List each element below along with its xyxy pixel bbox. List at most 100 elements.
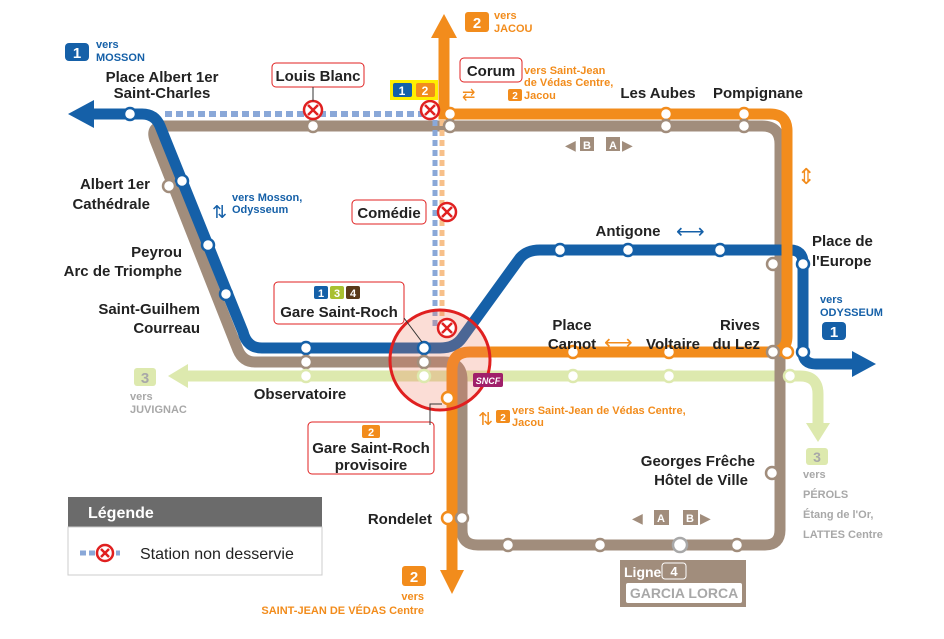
svg-text:B: B bbox=[686, 513, 694, 525]
badge-lines-1-3-4: 1 3 4 bbox=[314, 286, 360, 300]
svg-text:2: 2 bbox=[368, 427, 374, 439]
closed-section bbox=[165, 111, 445, 330]
two-way-arrow-icon: ⇅ bbox=[212, 202, 227, 222]
svg-text:vers Saint-Jean de Védas Centr: vers Saint-Jean de Védas Centre, bbox=[512, 405, 686, 417]
svg-text:Place de: Place de bbox=[812, 233, 873, 250]
svg-text:3: 3 bbox=[334, 288, 340, 300]
svg-text:2: 2 bbox=[473, 15, 481, 32]
svg-text:Carnot: Carnot bbox=[548, 336, 596, 353]
legend: Légende Station non desservie bbox=[67, 497, 323, 576]
svg-text:Jacou: Jacou bbox=[512, 417, 544, 429]
svg-text:A: A bbox=[657, 513, 665, 525]
svg-text:Place: Place bbox=[552, 317, 591, 334]
terminal-l1-east: vers ODYSSEUM 1 bbox=[820, 294, 883, 341]
svg-text:Odysseum: Odysseum bbox=[232, 204, 288, 216]
gare-provisoire-label: 2 Gare Saint-Roch provisoire bbox=[307, 403, 442, 475]
svg-text:vers: vers bbox=[401, 591, 424, 603]
ligne-4-garcia-lorca: Ligne 4 GARCIA LORCA bbox=[620, 560, 746, 607]
terminal-l3-east: 3 vers PÉROLS Étang de l'Or, LATTES Cent… bbox=[803, 448, 883, 541]
svg-text:Station non desservie: Station non desservie bbox=[140, 546, 294, 563]
louis-blanc-label: Louis Blanc bbox=[271, 62, 365, 101]
svg-text:Gare Saint-Roch: Gare Saint-Roch bbox=[280, 304, 398, 321]
svg-text:Gare Saint-Roch: Gare Saint-Roch bbox=[312, 440, 430, 457]
svg-text:du Lez: du Lez bbox=[713, 336, 761, 353]
svg-text:l'Europe: l'Europe bbox=[812, 253, 871, 270]
svg-text:vers: vers bbox=[494, 10, 517, 22]
svg-text:SAINT-JEAN DE VÉDAS Centre: SAINT-JEAN DE VÉDAS Centre bbox=[261, 604, 424, 617]
svg-text:4: 4 bbox=[670, 564, 678, 579]
note-corum-sjv: ⇄ vers Saint-Jean de Védas Centre, 2 Jac… bbox=[462, 65, 613, 104]
svg-text:2: 2 bbox=[410, 569, 418, 586]
svg-text:Rondelet: Rondelet bbox=[368, 511, 432, 528]
corum-label: Corum bbox=[459, 57, 523, 83]
svg-text:vers Mosson,: vers Mosson, bbox=[232, 192, 302, 204]
station-labels: Place Albert 1er Saint-Charles Louis Bla… bbox=[64, 57, 873, 528]
closed-station-icons bbox=[302, 99, 458, 339]
svg-text:1: 1 bbox=[399, 84, 406, 98]
svg-text:de Védas Centre,: de Védas Centre, bbox=[524, 77, 613, 89]
gare-saint-roch-label: Gare Saint-Roch bbox=[273, 281, 423, 343]
svg-text:Cathédrale: Cathédrale bbox=[72, 196, 150, 213]
svg-text:◀: ◀ bbox=[565, 137, 576, 153]
svg-text:Courreau: Courreau bbox=[133, 320, 200, 337]
two-way-arrow-icon: ⇅ bbox=[478, 409, 493, 429]
svg-text:▶: ▶ bbox=[700, 510, 711, 526]
two-way-arrow-icon: ⟷ bbox=[604, 332, 633, 354]
svg-text:4: 4 bbox=[350, 288, 357, 300]
badge-lines-1-2: 1 2 bbox=[390, 80, 438, 100]
svg-text:2: 2 bbox=[500, 413, 506, 424]
terminal-l2-south: 2 vers SAINT-JEAN DE VÉDAS Centre bbox=[261, 566, 426, 617]
svg-text:Jacou: Jacou bbox=[524, 90, 556, 102]
terminal-l2-north: 2 vers JACOU bbox=[465, 10, 533, 35]
svg-text:Place Albert 1er: Place Albert 1er bbox=[106, 69, 219, 86]
svg-text:Ligne: Ligne bbox=[624, 564, 662, 580]
svg-text:LATTES Centre: LATTES Centre bbox=[803, 529, 883, 541]
svg-text:Hôtel de Ville: Hôtel de Ville bbox=[654, 472, 748, 489]
svg-text:A: A bbox=[609, 140, 617, 152]
svg-text:MOSSON: MOSSON bbox=[96, 52, 145, 64]
svg-text:provisoire: provisoire bbox=[335, 457, 408, 474]
svg-text:2: 2 bbox=[512, 91, 518, 102]
svg-text:vers: vers bbox=[820, 294, 843, 306]
note-gare-sjv: ⇅ 2 vers Saint-Jean de Védas Centre, Jac… bbox=[478, 405, 686, 429]
svg-text:PÉROLS: PÉROLS bbox=[803, 488, 848, 501]
svg-text:vers Saint-Jean: vers Saint-Jean bbox=[524, 65, 606, 77]
svg-text:◀: ◀ bbox=[632, 510, 643, 526]
two-way-arrow-icon: ⟷ bbox=[676, 221, 705, 243]
svg-text:vers: vers bbox=[803, 469, 826, 481]
svg-text:Rives: Rives bbox=[720, 317, 760, 334]
svg-text:B: B bbox=[583, 140, 591, 152]
svg-text:Peyrou: Peyrou bbox=[131, 244, 182, 261]
closed-icon-comedie bbox=[436, 201, 458, 223]
svg-text:3: 3 bbox=[813, 449, 821, 465]
svg-text:1: 1 bbox=[73, 45, 81, 62]
svg-text:vers: vers bbox=[96, 39, 119, 51]
svg-text:ODYSSEUM: ODYSSEUM bbox=[820, 307, 883, 319]
svg-text:Louis Blanc: Louis Blanc bbox=[275, 68, 360, 85]
line-1 bbox=[68, 100, 876, 377]
direction-ab-top: ◀ B A ▶ bbox=[565, 137, 633, 153]
terminal-l1-west: 1 vers MOSSON bbox=[65, 39, 145, 64]
closed-icon-corum bbox=[419, 99, 441, 121]
svg-text:Comédie: Comédie bbox=[357, 205, 420, 222]
station-markers[interactable] bbox=[122, 106, 811, 554]
svg-text:vers: vers bbox=[130, 391, 153, 403]
svg-text:2: 2 bbox=[422, 84, 429, 98]
svg-text:1: 1 bbox=[830, 324, 838, 341]
closed-icon-louis-blanc bbox=[302, 99, 324, 121]
svg-text:Observatoire: Observatoire bbox=[254, 386, 347, 403]
svg-text:SNCF: SNCF bbox=[476, 376, 501, 386]
svg-text:▶: ▶ bbox=[622, 137, 633, 153]
line-4 bbox=[148, 120, 786, 551]
two-way-arrow-icon: ⇄ bbox=[462, 87, 475, 104]
svg-text:GARCIA LORCA: GARCIA LORCA bbox=[630, 585, 738, 601]
svg-text:Georges Frêche: Georges Frêche bbox=[641, 453, 755, 470]
svg-text:Saint-Guilhem: Saint-Guilhem bbox=[98, 301, 200, 318]
two-way-arrow-icon: ⇕ bbox=[797, 164, 815, 189]
closed-icon-gare-saint-roch bbox=[436, 317, 458, 339]
svg-text:JUVIGNAC: JUVIGNAC bbox=[130, 404, 187, 416]
gare-saint-roch-highlight bbox=[388, 308, 492, 412]
svg-text:Antigone: Antigone bbox=[596, 223, 661, 240]
svg-text:1: 1 bbox=[318, 288, 324, 300]
